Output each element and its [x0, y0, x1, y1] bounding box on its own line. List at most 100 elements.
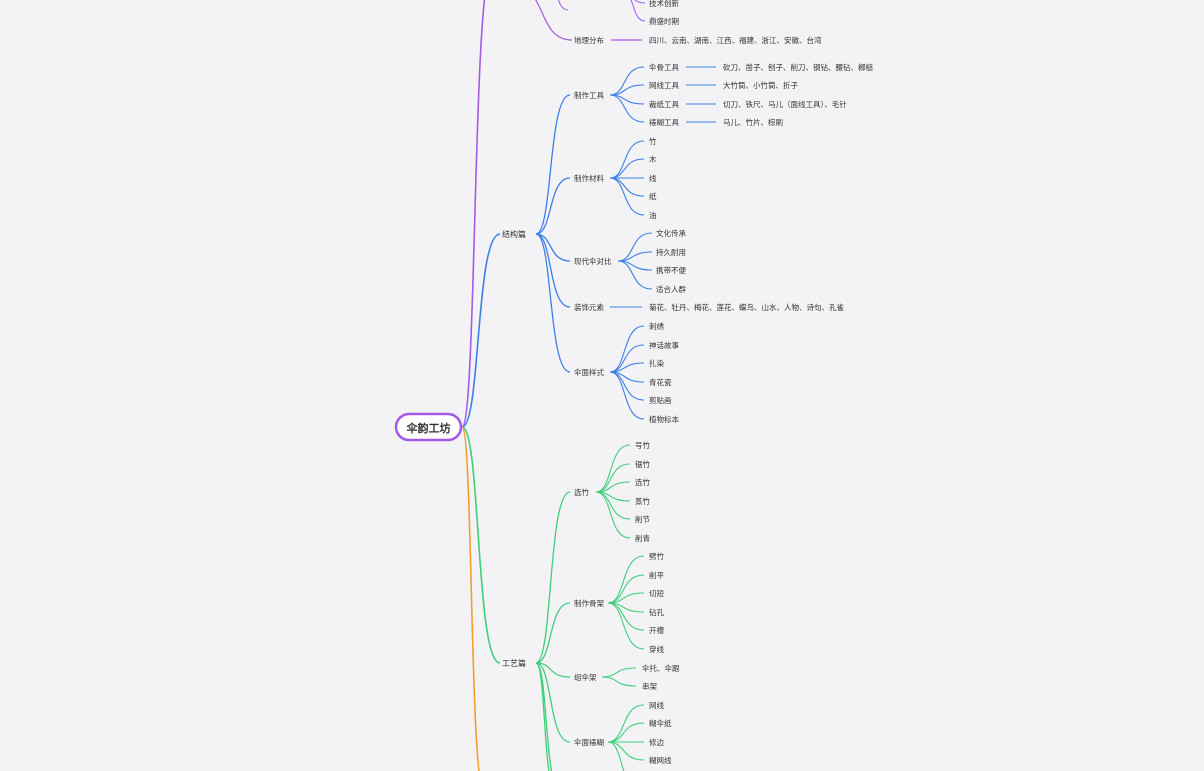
craft-branch-label[interactable]: 工艺篇 [502, 658, 526, 668]
blue-trunk [461, 233, 501, 428]
orange-trunk [461, 426, 480, 771]
modern-compare-node[interactable]: 持久耐用 [656, 247, 686, 257]
surface-step-node[interactable]: 糊网线 [649, 755, 672, 765]
connector-line [535, 662, 553, 771]
connector-line [617, 232, 653, 262]
craft-surface-node[interactable]: 伞面裱糊 [574, 737, 604, 747]
connector-line [607, 574, 645, 604]
connector-line [609, 371, 645, 420]
rib-step-node[interactable]: 开槽 [649, 625, 664, 635]
connector-line [609, 325, 645, 373]
modern-compare-node[interactable]: 文化传承 [656, 228, 686, 238]
bamboo-step-node[interactable]: 锯竹 [635, 459, 650, 469]
bamboo-step-node[interactable]: 削青 [635, 533, 650, 543]
connector-line [535, 662, 550, 771]
rib-step-node[interactable]: 切短 [649, 588, 664, 598]
connector-line [535, 233, 571, 262]
connector-line [607, 704, 645, 743]
tool-category-node[interactable]: 伞骨工具 [649, 62, 679, 72]
tool-list-node[interactable]: 切刀、铁尺、马儿（面线工具）、毛针 [723, 99, 847, 109]
structure-styles-node[interactable]: 伞面样式 [574, 367, 604, 377]
bamboo-step-node[interactable]: 号竹 [635, 440, 650, 450]
structure-tools-node[interactable]: 制作工具 [574, 90, 604, 100]
connector-line [607, 722, 645, 743]
surface-style-node[interactable]: 神话故事 [649, 340, 679, 350]
rib-step-node[interactable]: 穿线 [649, 644, 664, 654]
material-node[interactable]: 竹 [649, 136, 657, 146]
tool-category-node[interactable]: 裁纸工具 [649, 99, 679, 109]
connector-line [595, 444, 631, 493]
connector-line [535, 94, 571, 235]
connector-line [595, 491, 631, 520]
golden-age-node[interactable]: 鼎盛时期 [649, 16, 679, 26]
connector-lines [461, 0, 716, 771]
modern-compare-node[interactable]: 适合人群 [656, 284, 686, 294]
connector-line [609, 371, 645, 401]
bamboo-step-node[interactable]: 选竹 [635, 477, 650, 487]
connector-line [609, 66, 645, 96]
node-labels: 地理分布四川、云南、湖南、江西、福建、浙江、安徽、台湾技术创新鼎盛时期结构篇制作… [502, 0, 873, 765]
tool-category-node[interactable]: 裱糊工具 [649, 117, 679, 127]
connector-line [609, 140, 645, 179]
surface-style-node[interactable]: 扎染 [649, 358, 664, 368]
connector-line [607, 602, 645, 631]
connector-line [609, 177, 645, 216]
geo-value[interactable]: 四川、云南、湖南、江西、福建、浙江、安徽、台湾 [649, 35, 822, 45]
connector-line [609, 177, 645, 197]
surface-step-node[interactable]: 糊伞纸 [649, 718, 672, 728]
rib-step-node[interactable]: 削平 [649, 570, 664, 580]
surface-step-node[interactable]: 修边 [649, 737, 664, 747]
craft-ribs-node[interactable]: 制作骨架 [574, 598, 604, 608]
structure-branch-label[interactable]: 结构篇 [502, 229, 526, 239]
assemble-step-node[interactable]: 串架 [642, 682, 657, 691]
craft-assemble-node[interactable]: 组伞架 [574, 672, 597, 682]
rib-step-node[interactable]: 钻孔 [649, 607, 664, 617]
assemble-step-node[interactable]: 伞托、伞跟 [642, 663, 680, 673]
connector-line [535, 177, 571, 235]
tech-innovation-node[interactable]: 技术创新 [649, 0, 679, 8]
connector-line [535, 0, 573, 41]
structure-modern-node[interactable]: 现代伞对比 [574, 256, 612, 266]
material-node[interactable]: 纸 [649, 191, 657, 201]
green-trunk [461, 426, 501, 664]
purple-trunk [461, 0, 486, 428]
connector-line [535, 662, 571, 743]
connector-line [535, 233, 571, 373]
root-node[interactable]: 伞韵工坊 [394, 412, 463, 442]
geo-label[interactable]: 地理分布 [574, 35, 604, 45]
bamboo-step-node[interactable]: 蒸竹 [635, 496, 650, 506]
surface-style-node[interactable]: 植物标本 [649, 414, 679, 424]
connector-line [595, 491, 631, 539]
craft-bamboo-node[interactable]: 选竹 [574, 487, 589, 497]
connector-line [535, 602, 571, 664]
rib-step-node[interactable]: 劈竹 [649, 551, 664, 561]
root-label: 伞韵工坊 [406, 421, 451, 435]
tool-list-node[interactable]: 砍刀、凿子、刨子、削刀、钢钻、腰钻、榔槌 [723, 62, 873, 72]
modern-compare-node[interactable]: 携带不便 [656, 265, 686, 275]
structure-materials-node[interactable]: 制作材料 [574, 173, 604, 183]
surface-style-node[interactable]: 剪贴画 [649, 395, 672, 405]
bamboo-step-node[interactable]: 削节 [635, 514, 650, 524]
surface-style-node[interactable]: 青花瓷 [649, 377, 672, 387]
material-node[interactable]: 木 [649, 154, 657, 164]
connector-line [557, 0, 569, 11]
material-node[interactable]: 油 [649, 210, 657, 220]
tool-list-node[interactable]: 大竹筒、小竹筒、折子 [723, 80, 798, 90]
structure-decor-node[interactable]: 装饰元素 [574, 302, 604, 312]
tool-category-node[interactable]: 网线工具 [649, 80, 679, 90]
tool-list-node[interactable]: 马儿、竹片、棕刷 [723, 117, 783, 127]
material-node[interactable]: 线 [649, 173, 657, 183]
connector-line [607, 741, 625, 771]
connector-line [601, 667, 637, 678]
surface-step-node[interactable]: 网线 [649, 700, 664, 710]
connector-line [535, 233, 571, 308]
surface-style-node[interactable]: 刺绣 [649, 321, 664, 331]
connector-line [607, 555, 645, 604]
connector-line [595, 463, 631, 493]
connector-line [609, 158, 645, 179]
decor-elements-value[interactable]: 菊花、牡丹、梅花、莲花、蝶鸟、山水、人物、诗句、孔雀 [649, 302, 844, 312]
connector-line [634, 0, 646, 4]
connector-line [630, 0, 646, 22]
connector-line [535, 662, 571, 678]
